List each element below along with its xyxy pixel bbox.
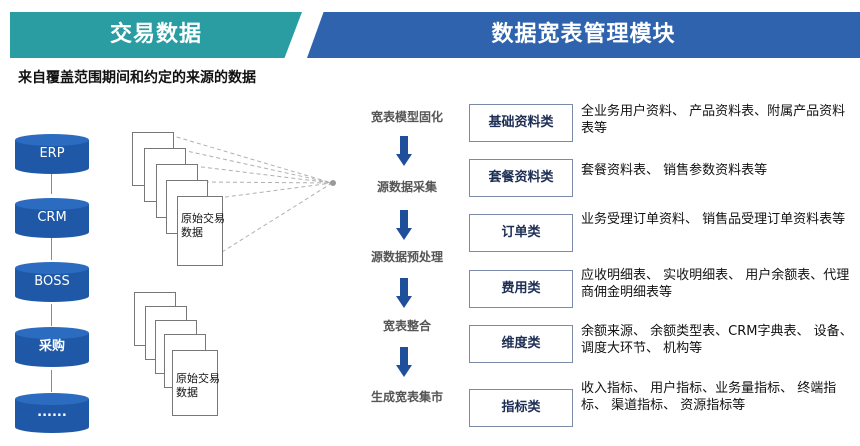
raw-data-label: 原始交易数据 xyxy=(181,212,225,239)
source-erp-cylinder: ERP xyxy=(15,134,89,174)
category-description: 余额来源、 余额类型表、CRM字典表、 设备、 调度大环节、 机构等 xyxy=(581,324,853,356)
header-left-banner: 交易数据 xyxy=(10,12,302,58)
source-purchase-cylinder: 采购 xyxy=(15,327,89,367)
down-arrow-icon xyxy=(396,136,412,168)
header-left-title: 交易数据 xyxy=(109,22,202,47)
source-boss-cylinder: BOSS xyxy=(15,262,89,302)
connector-line xyxy=(51,370,52,392)
connector-line xyxy=(51,238,52,260)
source-label: BOSS xyxy=(34,274,70,289)
step-integrate: 宽表整合 xyxy=(382,319,431,333)
document-icon xyxy=(172,350,218,416)
source-label: 采购 xyxy=(38,339,65,354)
header-right-banner: 数据宽表管理模块 xyxy=(307,12,860,58)
document-icon xyxy=(177,196,223,266)
source-label: ERP xyxy=(39,146,65,161)
category-description: 全业务用户资料、 产品资料表、附属产品资料表等 xyxy=(581,104,846,136)
down-arrow-icon xyxy=(396,210,412,242)
source-label: ...... xyxy=(37,405,67,420)
source-more-cylinder: ...... xyxy=(15,393,89,433)
step-preprocess: 源数据预处理 xyxy=(370,250,443,264)
step-source-collect: 源数据采集 xyxy=(376,180,437,194)
header-right-title: 数据宽表管理模块 xyxy=(491,22,676,47)
category-box: 订单类 xyxy=(469,214,573,252)
source-crm-cylinder: CRM xyxy=(15,198,89,238)
page-subtitle: 来自覆盖范围期间和约定的来源的数据 xyxy=(18,70,256,86)
category-box: 基础资料类 xyxy=(469,104,573,142)
category-description: 套餐资料表、 销售参数资料表等 xyxy=(581,163,768,178)
step-model-fix: 宽表模型固化 xyxy=(370,110,443,124)
category-description: 应收明细表、 实收明细表、 用户余额表、代理商佣金明细表等 xyxy=(581,268,850,300)
down-arrow-icon xyxy=(396,278,412,310)
category-box: 指标类 xyxy=(469,389,573,427)
category-box: 套餐资料类 xyxy=(469,159,573,197)
connector-line xyxy=(51,172,52,194)
raw-data-label: 原始交易数据 xyxy=(176,372,220,399)
category-description: 收入指标、 用户指标、业务量指标、 终端指标、 渠道指标、 资源指标等 xyxy=(581,381,837,413)
category-box: 维度类 xyxy=(469,325,573,363)
category-description: 业务受理订单资料、 销售品受理订单资料表等 xyxy=(581,212,846,227)
down-arrow-icon xyxy=(396,347,412,379)
connector-line xyxy=(51,304,52,326)
source-label: CRM xyxy=(37,210,67,225)
category-box: 费用类 xyxy=(469,270,573,308)
step-generate-mart: 生成宽表集市 xyxy=(370,390,443,404)
